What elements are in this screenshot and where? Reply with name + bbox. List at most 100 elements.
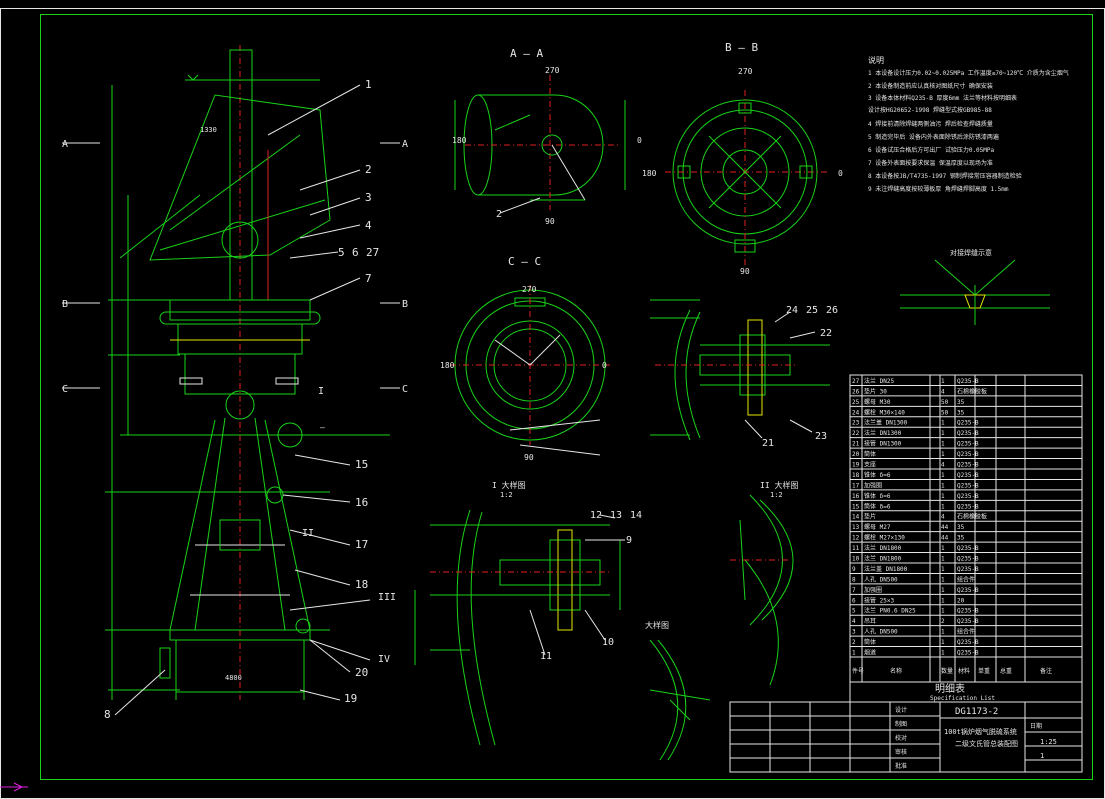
bom-cell: 法兰 DN1800 <box>864 544 902 552</box>
roman-mark-ii: II <box>302 528 314 539</box>
note-line-8: 7 设备外表面按要求保温 保温厚度以现场为准 <box>868 159 993 167</box>
bom-cell: Q235-B <box>957 482 979 489</box>
bom-cell: 19 <box>852 462 860 469</box>
item-number-5: 5 <box>338 246 345 259</box>
roman-mark-i: I <box>318 386 324 397</box>
dim-4800: 4800 <box>225 674 242 682</box>
bom-cell: 螺母 M27 <box>864 523 891 531</box>
bom-cell: 1 <box>941 430 945 437</box>
bom-cell: 人孔 DN500 <box>864 575 898 583</box>
bom-cell: 4 <box>941 514 945 521</box>
view-title-c-c: C — C <box>508 255 541 268</box>
bom-cell: Q235-B <box>957 462 979 469</box>
aa-angle-270: 270 <box>545 66 560 75</box>
detail-i-item-12: 12 <box>590 510 602 521</box>
bom-cell: 1 <box>941 451 945 458</box>
section-mark-b-left: B <box>62 299 68 310</box>
bom-cell: 23 <box>852 420 860 427</box>
bom-cell: 石棉橡胶板 <box>957 513 987 521</box>
title-block-row-draw: 制图 <box>895 720 907 728</box>
bom-cell: 1 <box>941 545 945 552</box>
bom-cell: 1 <box>941 493 945 500</box>
bom-footer-name: 名称 <box>890 667 902 675</box>
cutout-note: — <box>320 423 325 432</box>
bom-cell: 35 <box>957 409 965 416</box>
bom-cell: 1 <box>941 566 945 573</box>
bom-cell: 吊耳 <box>864 618 876 625</box>
bom-cell: 筒体 <box>864 450 876 458</box>
item-number-27: 27 <box>366 246 379 259</box>
title-block-list-title-en: Specification List <box>930 695 995 702</box>
bom-cell: 法兰 PN0.6 DN25 <box>864 607 916 615</box>
bom-cell: Q235-B <box>957 503 979 510</box>
bom-cell: 筒体 δ=6 <box>864 502 891 510</box>
section-mark-c-left: C <box>62 384 68 395</box>
bom-cell: 石棉橡胶板 <box>957 387 987 395</box>
title-block-drawing-name: 二级文氏管总装配图 <box>955 739 1018 748</box>
detail-i-item-9: 9 <box>626 535 632 546</box>
flange-item-21: 21 <box>762 438 774 449</box>
roman-mark-iv: IV <box>378 654 390 665</box>
bb-angle-180: 180 <box>642 169 657 178</box>
item-number-4: 4 <box>365 219 372 232</box>
bom-cell: 螺母 M30 <box>864 398 891 406</box>
detail-i-item-10: 10 <box>602 637 614 648</box>
bom-footer-no: 件号 <box>852 667 864 675</box>
bom-cell: 人孔 DN500 <box>864 628 898 636</box>
bom-cell: 12 <box>852 535 860 542</box>
bom-cell: 14 <box>852 514 860 521</box>
bom-cell: 21 <box>852 441 860 448</box>
bom-cell: 法兰盖 DN1300 <box>864 419 908 427</box>
bom-cell: 35 <box>957 399 965 406</box>
item-number-7: 7 <box>365 272 372 285</box>
note-line-3: 3 设备本体材料Q235-B 厚度6mm 法兰等材料按明细表 <box>868 94 1017 102</box>
bom-cell: 1 <box>941 472 945 479</box>
bom-cell: Q235-B <box>957 639 979 646</box>
weld-detail-title: 对接焊缝示意 <box>950 248 992 257</box>
item-number-15: 15 <box>355 458 368 471</box>
title-block-project: 100t锅炉烟气脱硫系统 <box>944 727 1017 736</box>
detail-i-item-13: 13 <box>610 510 622 521</box>
bom-cell: 锥体 δ=6 <box>864 471 891 479</box>
note-line-4: 设计按HG20652-1998 焊缝型式按GB985-88 <box>868 106 992 114</box>
bom-cell: 1 <box>941 639 945 646</box>
bom-cell: 50 <box>941 399 949 406</box>
bom-cell: 支座 <box>864 461 876 469</box>
cc-angle-180: 180 <box>440 361 455 370</box>
item-number-18: 18 <box>355 578 368 591</box>
title-block-drawing-no: DG1173-2 <box>955 707 998 717</box>
bom-cell: 烟道 <box>864 649 876 657</box>
bom-cell: 1 <box>941 503 945 510</box>
view-title-b-b: B — B <box>725 41 758 54</box>
flange-item-26: 26 <box>826 305 838 316</box>
detail-ii-view <box>730 494 794 686</box>
flange-detail-upper <box>650 299 830 441</box>
bom-cell: 组合件 <box>957 628 975 636</box>
detail-i-item-11: 11 <box>540 651 552 662</box>
section-b-b-view <box>665 90 830 265</box>
flange-item-23: 23 <box>815 431 827 442</box>
aa-angle-180: 180 <box>452 136 467 145</box>
item-number-3: 3 <box>365 191 372 204</box>
title-block-row-date: 日期 <box>1030 722 1042 730</box>
bom-cell: 1 <box>941 378 945 385</box>
bom-cell: 1 <box>941 556 945 563</box>
view-title-a-a: A — A <box>510 47 543 60</box>
bom-cell: 2 <box>941 618 945 625</box>
item-number-6: 6 <box>352 246 359 259</box>
bom-cell: 4 <box>941 388 945 395</box>
bom-cell: 3 <box>852 629 856 636</box>
bom-footer-remark: 备注 <box>1040 667 1052 675</box>
bom-cell: 1 <box>941 608 945 615</box>
detail-iii-title: 大样图 <box>645 620 669 630</box>
bom-cell: 1 <box>941 420 945 427</box>
detail-i-item-14: 14 <box>630 510 642 521</box>
bom-footer-unit-weight: 单重 <box>978 667 990 675</box>
bom-cell: Q235-B <box>957 545 979 552</box>
bom-cell: 1 <box>941 576 945 583</box>
bom-cell: 35 <box>957 535 965 542</box>
title-block-row-check: 校对 <box>895 734 907 742</box>
item-number-16: 16 <box>355 496 368 509</box>
bom-cell: Q235-B <box>957 378 979 385</box>
